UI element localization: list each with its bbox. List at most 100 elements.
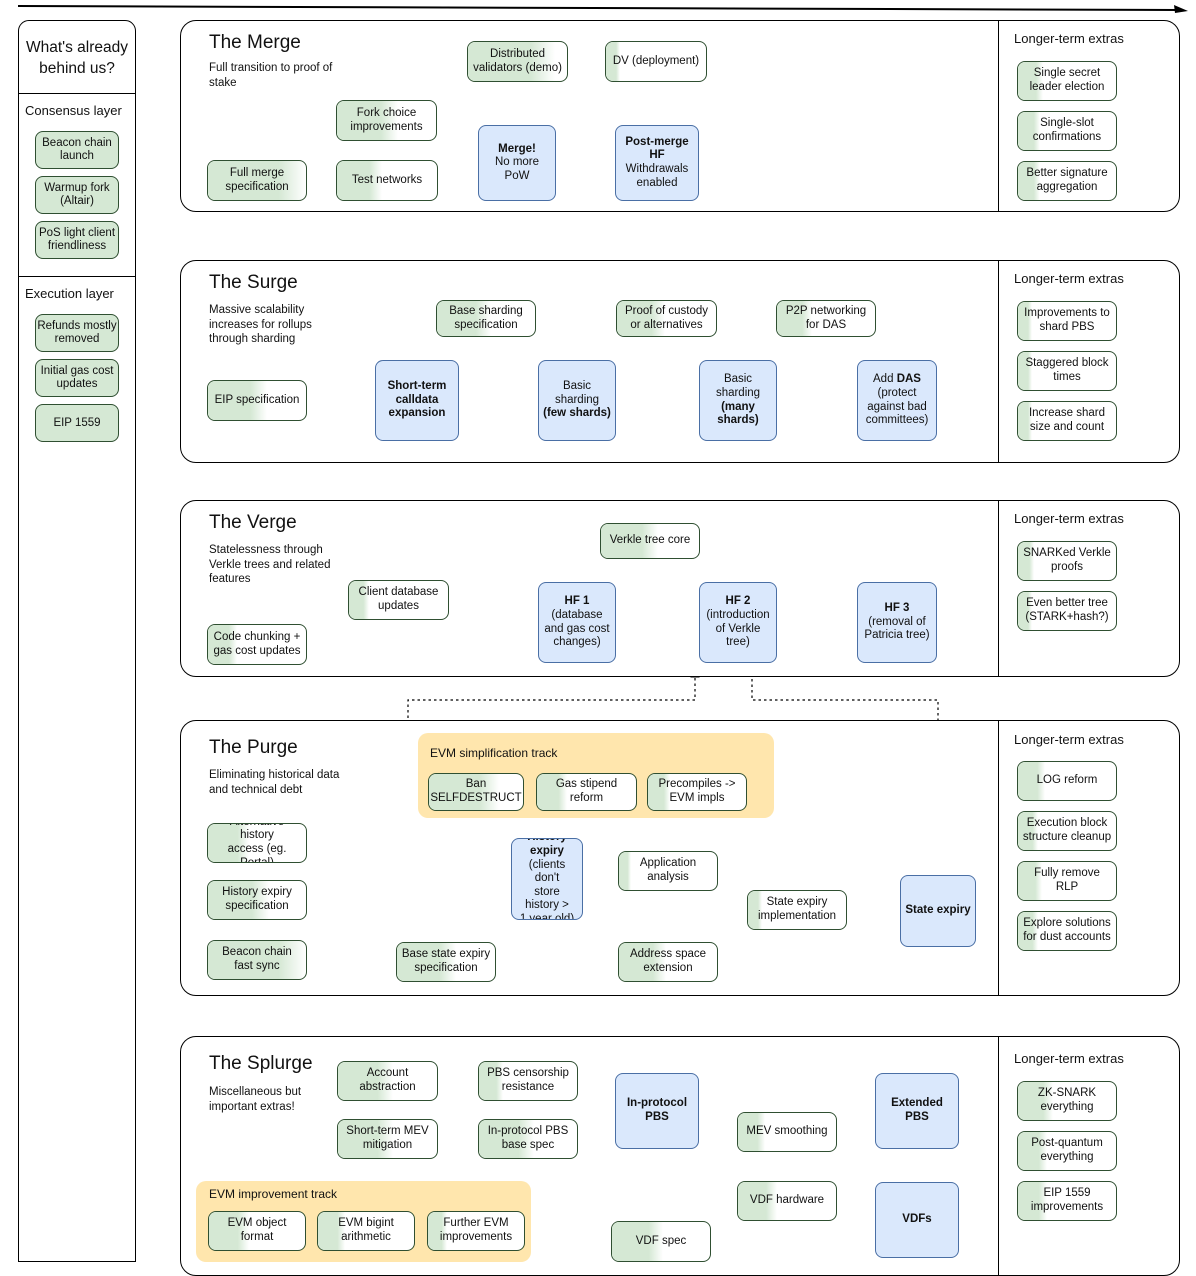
- extras-title-verge: Longer-term extras: [1014, 511, 1124, 526]
- extra-single-slot-confirmations[interactable]: Single-slot confirmations: [1017, 111, 1117, 151]
- node-precompiles-to-evm-impls[interactable]: Precompiles ->EVM impls: [647, 773, 747, 811]
- sidebar-item-beacon-chain-launch[interactable]: Beacon chain launch: [35, 131, 119, 170]
- node-base-state-expiry-specification[interactable]: Base state expiry specification: [396, 942, 496, 982]
- node-short-term-calldata-expansion[interactable]: Short-term calldata expansion: [375, 360, 459, 441]
- roadmap-timeline-arrow: [18, 5, 1188, 13]
- sidebar-divider-1: [19, 93, 135, 95]
- extra-zk-snark-everything[interactable]: ZK-SNARK everything: [1017, 1081, 1117, 1121]
- sidebar-execution-items: Refunds mostly removed Initial gas cost …: [19, 305, 135, 459]
- node-state-expiry-implementation[interactable]: State expiry implementation: [747, 890, 847, 930]
- sidebar-divider-2: [19, 276, 135, 278]
- surge-extras-divider: [998, 260, 1000, 463]
- phase-subtitle-splurge: Miscellaneous but important extras!: [209, 1086, 302, 1113]
- label: EIP 1559: [53, 416, 101, 429]
- node-proof-of-custody[interactable]: Proof of custody or alternatives: [616, 300, 717, 337]
- extra-snarked-verkle-proofs[interactable]: SNARKed Verkle proofs: [1017, 541, 1117, 581]
- node-test-networks[interactable]: Test networks: [336, 160, 438, 201]
- evm-improvement-track-label: EVM improvement track: [209, 1187, 338, 1201]
- sidebar-item-initial-gas-cost-updates[interactable]: Initial gas cost updates: [35, 359, 119, 398]
- node-base-sharding-specification[interactable]: Base sharding specification: [436, 300, 536, 337]
- node-extended-pbs[interactable]: Extended PBS: [875, 1073, 959, 1149]
- sidebar-title: What's already behind us?: [25, 39, 129, 77]
- phase-subtitle-purge: Eliminating historical data and technica…: [209, 769, 340, 796]
- extra-even-better-tree[interactable]: Even better tree (STARK+hash?): [1017, 591, 1117, 631]
- extra-better-signature-aggregation[interactable]: Better signature aggregation: [1017, 161, 1117, 201]
- label: Refunds mostly removed: [37, 319, 117, 346]
- extras-title-splurge: Longer-term extras: [1014, 1051, 1124, 1066]
- extra-post-quantum-everything[interactable]: Post-quantum everything: [1017, 1131, 1117, 1171]
- node-in-protocol-pbs-base-spec[interactable]: In-protocol PBS base spec: [478, 1119, 578, 1159]
- node-client-database-updates[interactable]: Client database updates: [348, 580, 449, 620]
- label: Initial gas cost updates: [40, 364, 114, 391]
- phase-title-splurge: The Splurge: [209, 1053, 313, 1074]
- node-address-space-extension[interactable]: Address space extension: [618, 942, 718, 982]
- phase-subtitle-merge: Full transition to proof of stake: [209, 62, 333, 89]
- sidebar-section-label-consensus: Consensus layer: [25, 103, 122, 119]
- node-p2p-networking-for-das[interactable]: P2P networking for DAS: [776, 300, 876, 337]
- merge-extras-divider: [998, 20, 1000, 212]
- extra-staggered-block-times[interactable]: Staggered block times: [1017, 351, 1117, 391]
- node-gas-stipend-reform[interactable]: Gas stipend reform: [536, 773, 637, 811]
- node-state-expiry[interactable]: State expiry: [900, 875, 976, 947]
- node-fork-choice-improvements[interactable]: Fork choice improvements: [336, 100, 437, 141]
- purge-extras-divider: [998, 720, 1000, 996]
- node-vdfs[interactable]: VDFs: [875, 1182, 959, 1258]
- node-eip-specification[interactable]: EIP specification: [207, 380, 307, 421]
- node-evm-bigint-arithmetic[interactable]: EVM bigint arithmetic: [317, 1211, 415, 1251]
- label: Beacon chain launch: [42, 136, 112, 163]
- node-evm-object-format[interactable]: EVM object format: [208, 1211, 306, 1251]
- label: Warmup fork (Altair): [44, 181, 110, 208]
- extras-title-purge: Longer-term extras: [1014, 732, 1124, 747]
- node-application-analysis[interactable]: Application analysis: [618, 851, 718, 891]
- splurge-extras-divider: [998, 1036, 1000, 1276]
- phase-title-surge: The Surge: [209, 272, 298, 293]
- phase-title-merge: The Merge: [209, 32, 301, 53]
- phase-title-verge: The Verge: [209, 512, 297, 533]
- extra-fully-remove-rlp[interactable]: Fully remove RLP: [1017, 861, 1117, 901]
- verge-extras-divider: [998, 500, 1000, 677]
- node-short-term-mev-mitigation[interactable]: Short-term MEV mitigation: [337, 1119, 438, 1159]
- already-behind-us-panel: What's already behind us? Consensus laye…: [18, 20, 136, 1262]
- extra-explore-solutions-for-dust-accounts[interactable]: Explore solutions for dust accounts: [1017, 911, 1117, 951]
- extra-improvements-to-shard-pbs[interactable]: Improvements to shard PBS: [1017, 301, 1117, 341]
- node-further-evm-improvements[interactable]: Further EVM improvements: [427, 1211, 525, 1251]
- extra-log-reform[interactable]: LOG reform: [1017, 761, 1117, 801]
- node-in-protocol-pbs[interactable]: In-protocol PBS: [615, 1073, 699, 1149]
- sidebar-item-refunds-mostly-removed[interactable]: Refunds mostly removed: [35, 314, 119, 353]
- node-pbs-censorship-resistance[interactable]: PBS censorship resistance: [478, 1061, 578, 1101]
- evm-simplification-track-label: EVM simplification track: [430, 746, 558, 760]
- node-distributed-validators[interactable]: Distributed validators (demo): [467, 41, 568, 82]
- node-code-chunking-gas-cost-updates[interactable]: Code chunking + gas cost updates: [207, 624, 307, 665]
- node-mev-smoothing[interactable]: MEV smoothing: [737, 1112, 837, 1152]
- sidebar-item-eip-1559[interactable]: EIP 1559: [35, 404, 119, 443]
- node-full-merge-specification[interactable]: Full merge specification: [207, 160, 307, 201]
- node-history-expiry-specification[interactable]: History expiry specification: [207, 880, 307, 920]
- phase-subtitle-surge: Massive scalability increases for rollup…: [209, 304, 312, 345]
- node-dv-deployment[interactable]: DV (deployment): [605, 41, 707, 82]
- node-beacon-chain-fast-sync[interactable]: Beacon chain fast sync: [207, 940, 307, 980]
- extra-single-secret-leader-election[interactable]: Single secret leader election: [1017, 61, 1117, 101]
- node-verkle-tree-core[interactable]: Verkle tree core: [600, 523, 700, 559]
- node-vdf-hardware[interactable]: VDF hardware: [737, 1181, 837, 1221]
- extra-increase-shard-size-and-count[interactable]: Increase shard size and count: [1017, 401, 1117, 441]
- sidebar-item-warmup-fork-altair[interactable]: Warmup fork (Altair): [35, 176, 119, 215]
- extra-eip-1559-improvements[interactable]: EIP 1559 improvements: [1017, 1181, 1117, 1221]
- node-account-abstraction[interactable]: Account abstraction: [337, 1061, 438, 1101]
- label: PoS light client friendliness: [38, 226, 116, 253]
- node-vdf-spec[interactable]: VDF spec: [611, 1221, 711, 1262]
- extras-title-merge: Longer-term extras: [1014, 31, 1124, 46]
- sidebar-item-pos-light-client-friendliness[interactable]: PoS light client friendliness: [35, 221, 119, 260]
- phase-subtitle-verge: Statelessness through Verkle trees and r…: [209, 544, 331, 585]
- extra-execution-block-structure-cleanup[interactable]: Execution block structure cleanup: [1017, 811, 1117, 851]
